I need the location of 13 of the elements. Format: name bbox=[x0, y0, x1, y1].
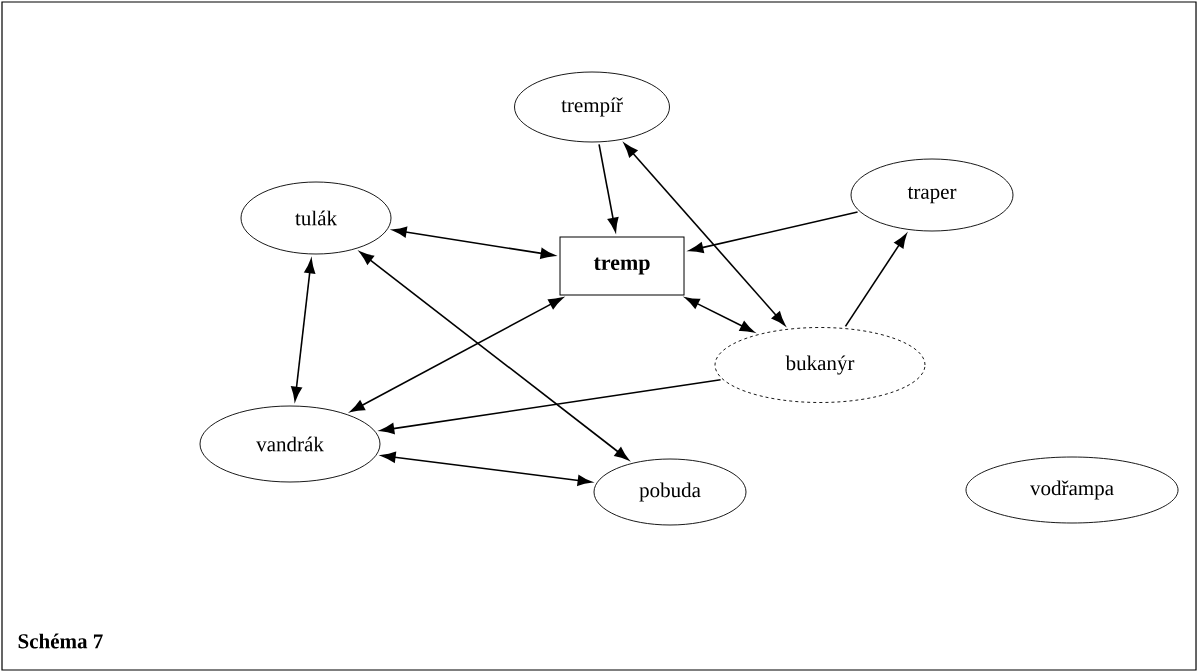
arrow bbox=[689, 211, 859, 253]
caption: Schéma 7 bbox=[18, 633, 103, 649]
arrow bbox=[381, 451, 592, 486]
arrow bbox=[392, 226, 555, 259]
arrow bbox=[350, 297, 563, 413]
arrow bbox=[291, 259, 316, 401]
term-box: tremp bbox=[559, 236, 685, 296]
arrow bbox=[598, 143, 619, 232]
arrow bbox=[844, 233, 907, 328]
arrow bbox=[623, 143, 786, 326]
arrow bbox=[380, 379, 722, 434]
arrow bbox=[685, 297, 755, 333]
arrow bbox=[359, 251, 629, 461]
